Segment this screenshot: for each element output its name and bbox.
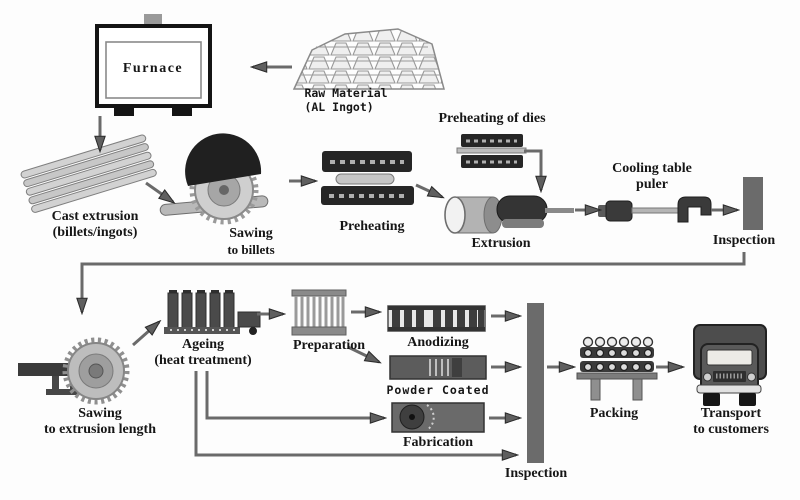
inspection-station-1 [743, 177, 763, 230]
powder-coating-icon [389, 355, 487, 380]
ageing-rack-icon [164, 290, 261, 335]
raw-material-ingots-icon [292, 28, 445, 90]
raw-material-label: Raw Material (AL Ingot) [304, 86, 388, 114]
ageing-label: Ageing (heat treatment) [154, 337, 252, 368]
arrow-preparation-to-powder [347, 345, 379, 362]
transport-label: Transport to customers [693, 406, 769, 437]
fabrication-label: Fabrication [403, 435, 473, 450]
cooling-table-puller-icon [598, 196, 712, 223]
cast-billets-icon [20, 134, 157, 213]
packing-bundle-icon [576, 336, 658, 401]
truck-icon [693, 324, 767, 406]
connector-ageing-to-fabrication [205, 371, 384, 418]
extrusion-press-icon [444, 195, 574, 234]
furnace-label: Furnace [122, 61, 184, 76]
inspection-1-label: Inspection [712, 233, 776, 248]
arrow-cast-to-sawing [145, 181, 173, 202]
connector-dies-to-extrusion [524, 149, 541, 190]
arrow-lengthsaw-to-ageing [132, 322, 159, 347]
preparation-label: Preparation [292, 338, 366, 353]
dies-preheater-icon [456, 134, 527, 168]
cast-extrusion-label: Cast extrusion (billets/ingots) [51, 209, 139, 240]
furnace-icon [95, 14, 212, 116]
fabrication-icon [391, 402, 485, 433]
length-saw-icon [18, 337, 130, 405]
extrusion-label: Extrusion [471, 236, 531, 251]
sawing-to-billets-label: Sawing to billets [227, 226, 275, 257]
inspection-station-2 [527, 303, 544, 463]
anodizing-bath-icon [387, 305, 486, 332]
inspection-2-label: Inspection [504, 466, 568, 481]
preheating-label: Preheating [339, 219, 405, 234]
connector-inspection1-to-lengthsaw [82, 252, 746, 312]
cooling-table-label: Cooling table puler [612, 161, 692, 192]
preheating-icon [321, 151, 414, 205]
packing-label: Packing [589, 406, 639, 421]
powder-coated-label: Powder Coated [386, 383, 490, 397]
arrow-preheating-to-extrusion [415, 183, 442, 197]
preparation-rack-icon [291, 289, 347, 336]
anodizing-label: Anodizing [407, 335, 469, 350]
connector-ageing-bypass-to-inspection2 [194, 371, 516, 455]
saw-icon [159, 133, 269, 225]
sawing-to-length-label: Sawing to extrusion length [44, 406, 156, 437]
preheating-of-dies-label: Preheating of dies [438, 111, 546, 126]
